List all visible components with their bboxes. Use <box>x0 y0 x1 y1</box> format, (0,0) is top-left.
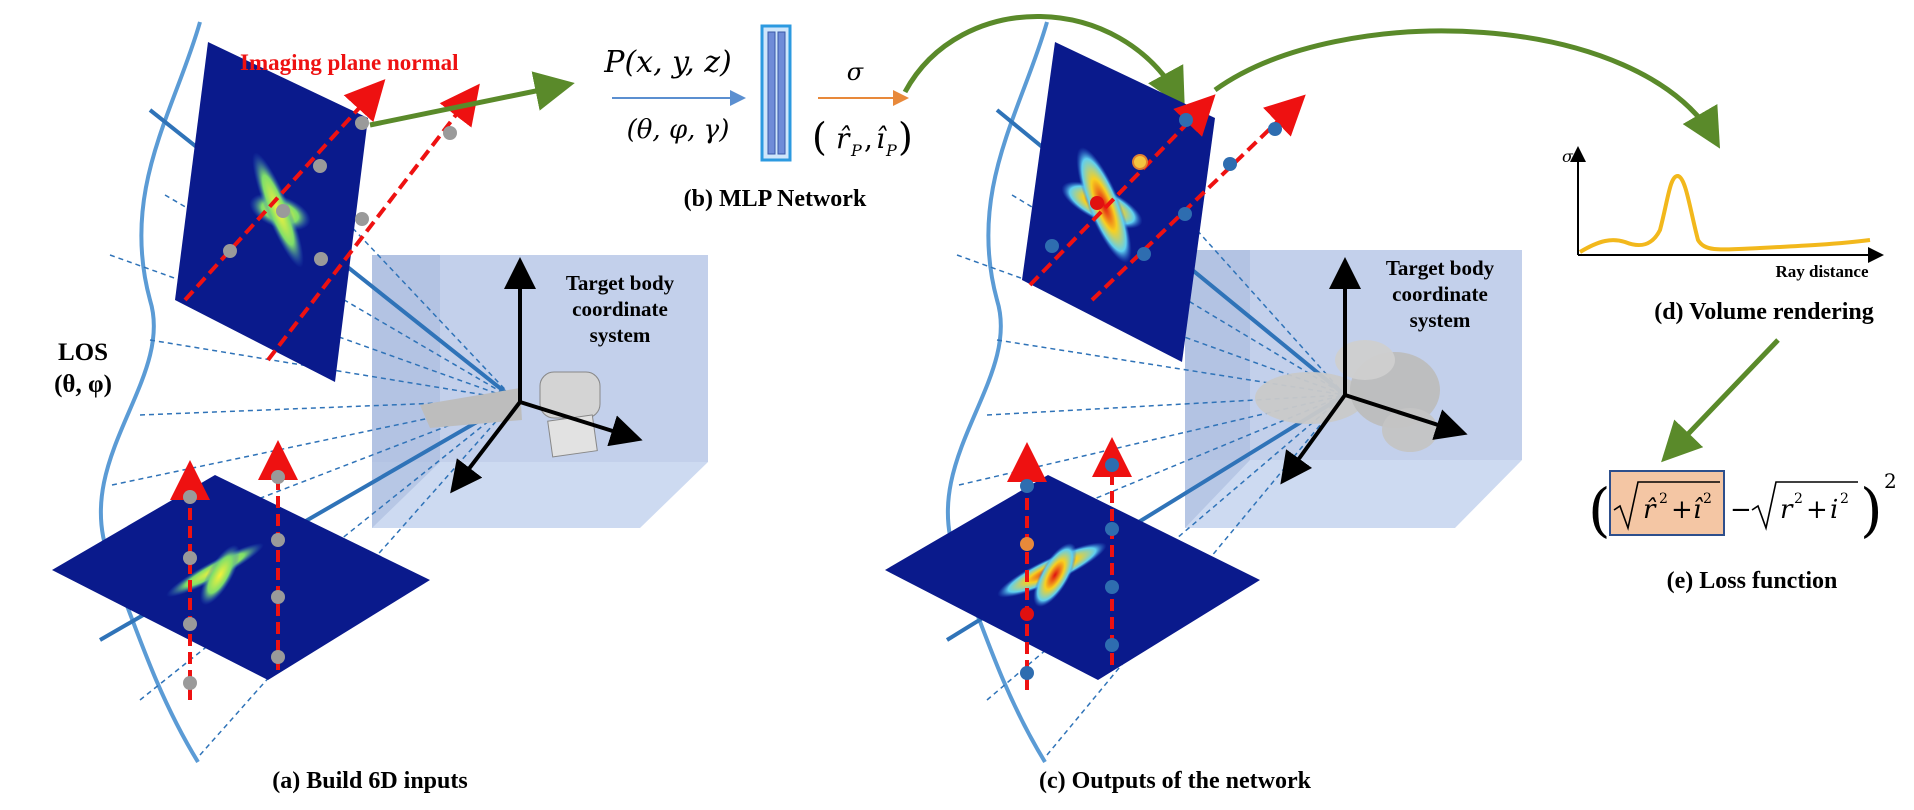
svg-text:): ) <box>1860 476 1883 544</box>
svg-text:2: 2 <box>1703 491 1712 507</box>
svg-text:2: 2 <box>1884 469 1897 493</box>
svg-text:,: , <box>864 122 873 155</box>
panel-a: Imaging plane normal Target body coordin… <box>52 21 708 794</box>
mlp-input-angles: (θ, φ, γ) <box>627 115 730 145</box>
green-arrow-to-mlp <box>369 71 575 128</box>
ray-upper-1-a <box>183 79 386 302</box>
svg-text:r: r <box>1780 495 1794 525</box>
caption-b: (b) MLP Network <box>684 186 867 212</box>
caption-e: (e) Loss function <box>1667 568 1838 594</box>
imaging-plane-label: Imaging plane normal <box>240 50 459 75</box>
mlp-block <box>760 24 792 162</box>
svg-text:2: 2 <box>1659 491 1668 507</box>
caption-a: (a) Build 6D inputs <box>272 768 467 794</box>
imaging-plane-lower-c <box>885 475 1260 680</box>
panel-c: Target body coordinate system (c) Output… <box>885 21 1522 794</box>
los-curve-a <box>98 21 202 764</box>
green-arrow-to-loss <box>1661 338 1780 463</box>
svg-text:r̂: r̂ <box>1643 495 1657 525</box>
rendering-x-label: Ray distance <box>1775 262 1868 281</box>
los-curve-c <box>945 21 1049 764</box>
caption-c: (c) Outputs of the network <box>1039 768 1312 794</box>
axes-c <box>1280 257 1468 485</box>
ray-upper-1-c <box>1028 94 1216 287</box>
svg-text:): ) <box>898 115 913 159</box>
sample-points-upper-c <box>1045 113 1282 261</box>
imaging-plane-upper-c <box>1022 42 1215 362</box>
target-label-a-2: coordinate <box>572 297 668 321</box>
los-label: LOS <box>58 339 108 366</box>
svg-text:P: P <box>850 141 862 160</box>
mlp-sigma: σ <box>847 58 864 86</box>
mlp-input-position: P(x, y, z) <box>603 45 731 80</box>
panel-d: σ Ray distance (d) Volume rendering <box>1562 146 1884 463</box>
sample-points-upper-a <box>223 116 457 266</box>
caption-d: (d) Volume rendering <box>1654 299 1874 325</box>
svg-text:î: î <box>1693 495 1704 525</box>
svg-text:+: + <box>1671 495 1693 525</box>
sample-points-lower-a <box>183 470 285 690</box>
panel-e: ( r̂ 2 + î 2 − r 2 + i 2 ) 2 (e) Loss fu… <box>1588 469 1897 594</box>
svg-text:(: ( <box>812 115 827 159</box>
green-arc-c-to-d <box>1213 28 1721 149</box>
sample-points-lower-c <box>1020 458 1119 680</box>
svg-text:+: + <box>1806 495 1828 525</box>
ray-upper-2-a <box>266 83 480 362</box>
svg-text:2: 2 <box>1794 491 1803 507</box>
satellite-model-a <box>420 371 601 458</box>
target-label-a-3: system <box>590 323 651 347</box>
green-arc-mlp-to-c <box>902 14 1185 109</box>
target-label-c-1: Target body <box>1386 256 1495 280</box>
axes-a <box>450 257 643 494</box>
svg-text:P: P <box>885 141 897 160</box>
svg-text:−: − <box>1730 495 1752 525</box>
rendering-y-label: σ <box>1562 147 1574 166</box>
reconstructed-model-c <box>1255 340 1440 452</box>
ray-upper-2-c <box>1090 94 1306 302</box>
svg-text:r̂: r̂ <box>836 122 851 155</box>
svg-text:î: î <box>876 122 887 155</box>
panel-b: P(x, y, z) (θ, φ, γ) σ ( r̂ P , î P ) (b… <box>603 24 913 212</box>
rendering-axes <box>1570 146 1884 263</box>
rendering-curve <box>1578 174 1871 254</box>
loss-formula: ( r̂ 2 + î 2 − r 2 + i 2 ) 2 <box>1588 469 1897 544</box>
target-label-a-1: Target body <box>566 271 675 295</box>
imaging-plane-upper-a <box>175 42 368 382</box>
los-angles-label: (θ, φ) <box>54 371 112 398</box>
target-label-c-2: coordinate <box>1392 282 1488 306</box>
target-label-c-3: system <box>1410 308 1471 332</box>
svg-text:2: 2 <box>1840 491 1849 507</box>
svg-text:(: ( <box>1588 476 1611 544</box>
mlp-output-color: ( r̂ P , î P ) <box>812 115 913 160</box>
svg-text:i: i <box>1830 495 1838 525</box>
